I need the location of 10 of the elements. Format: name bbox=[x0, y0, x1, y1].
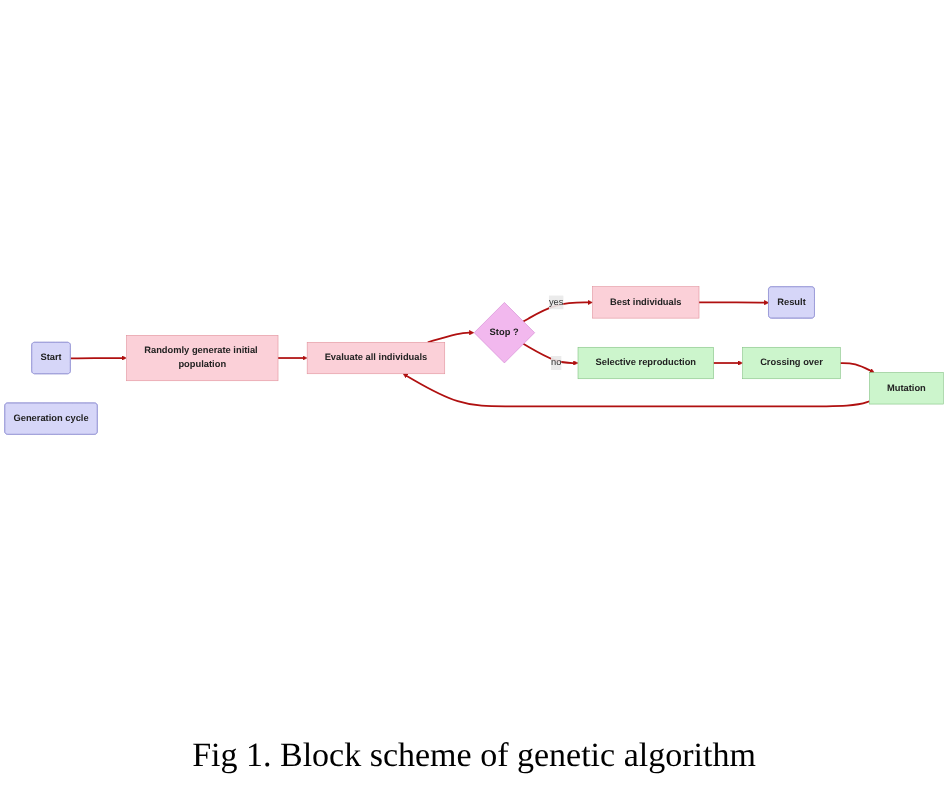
arrow bbox=[522, 342, 579, 366]
arrow bbox=[839, 361, 875, 373]
arrow bbox=[69, 354, 127, 361]
arrow bbox=[522, 299, 593, 322]
caption: Fig 1. Block scheme of genetic algorithm bbox=[190, 736, 758, 776]
arrow bbox=[277, 354, 308, 361]
arrow bbox=[712, 359, 743, 366]
arrow bbox=[426, 329, 475, 343]
arrow bbox=[698, 299, 769, 305]
arrow bbox=[402, 373, 871, 407]
